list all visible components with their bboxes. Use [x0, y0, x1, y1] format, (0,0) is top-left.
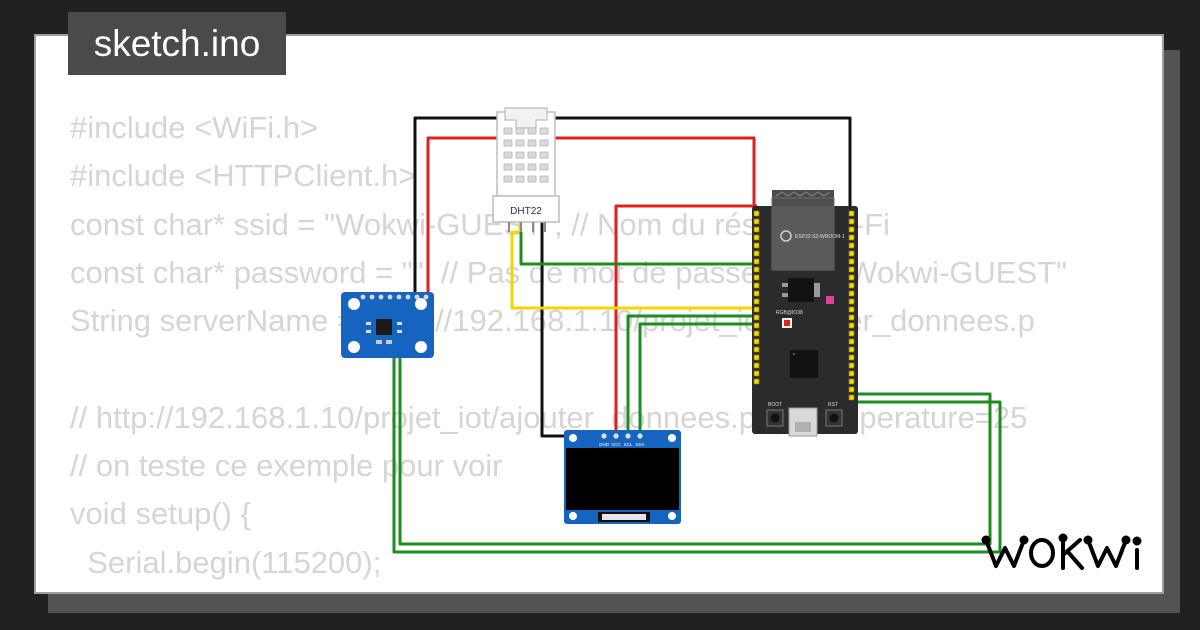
imu-pins [360, 294, 429, 300]
espressif-logo-icon [780, 230, 792, 242]
wire-green-dht [519, 232, 757, 266]
oled-pin-label: GND [599, 442, 610, 447]
oled-screen [566, 448, 679, 510]
code-line: #include <HTTPClient.h> [70, 158, 417, 194]
preview-card: #include <WiFi.h> #include <HTTPClient.h>… [34, 34, 1164, 594]
mount-hole [569, 434, 577, 442]
voltage-regulator [788, 278, 814, 302]
wire-green-imu-1 [398, 297, 992, 546]
mount-hole [668, 434, 676, 442]
wire-green-imu-2 [392, 297, 1002, 554]
esp32-left-pins [753, 210, 760, 385]
dht22-pins [508, 222, 546, 232]
imu-module[interactable] [341, 292, 434, 358]
mount-hole [348, 341, 360, 353]
code-line: // http://192.168.1.10/projet_iot/ajoute… [70, 399, 1028, 435]
mount-hole [415, 341, 427, 353]
mount-hole [668, 512, 676, 520]
wires [392, 116, 1002, 554]
oled-display[interactable]: GND VCC SCL SDA [564, 430, 681, 524]
oled-pin-label: SCL [624, 442, 633, 447]
antenna-icon [775, 191, 831, 197]
led-pink [826, 296, 834, 304]
code-line: void setup() { [70, 496, 251, 532]
wire-red-top [426, 136, 756, 297]
code-line: #include <WiFi.h> [70, 110, 319, 145]
oled-pin-label: VCC [611, 442, 621, 447]
wokwi-logo [981, 533, 1142, 570]
wire-green-oled-1 [626, 314, 757, 438]
imu-chip [376, 319, 392, 335]
mount-hole [348, 298, 360, 310]
mount-hole [569, 512, 577, 520]
boot-label: BOOT [768, 402, 782, 408]
dht22-label: DHT22 [510, 206, 542, 217]
esp32-s3-board[interactable]: ESP32-S3-WROOM-1 RGB@IO38 BOOT RST [752, 190, 858, 437]
dht22-grille [503, 127, 549, 183]
file-title: sketch.ino [68, 12, 286, 75]
rgb-label: RGB@IO38 [776, 310, 803, 316]
wire-red-oled [614, 204, 757, 438]
wire-black-oled [537, 218, 604, 438]
oled-pins [601, 433, 643, 439]
rst-label: RST [828, 402, 838, 408]
wire-green-oled-2 [638, 322, 757, 438]
mount-hole [415, 298, 427, 310]
code-line: // on teste ce exemple pour voir [70, 448, 503, 484]
dht22-sensor[interactable]: DHT22 [492, 107, 560, 232]
code-line: Serial.begin(115200); [70, 544, 382, 580]
oled-pin-label: SDA [635, 442, 644, 447]
esp32-right-pins [848, 210, 855, 401]
esp32-chip-label: ESP32-S3-WROOM-1 [795, 234, 845, 240]
